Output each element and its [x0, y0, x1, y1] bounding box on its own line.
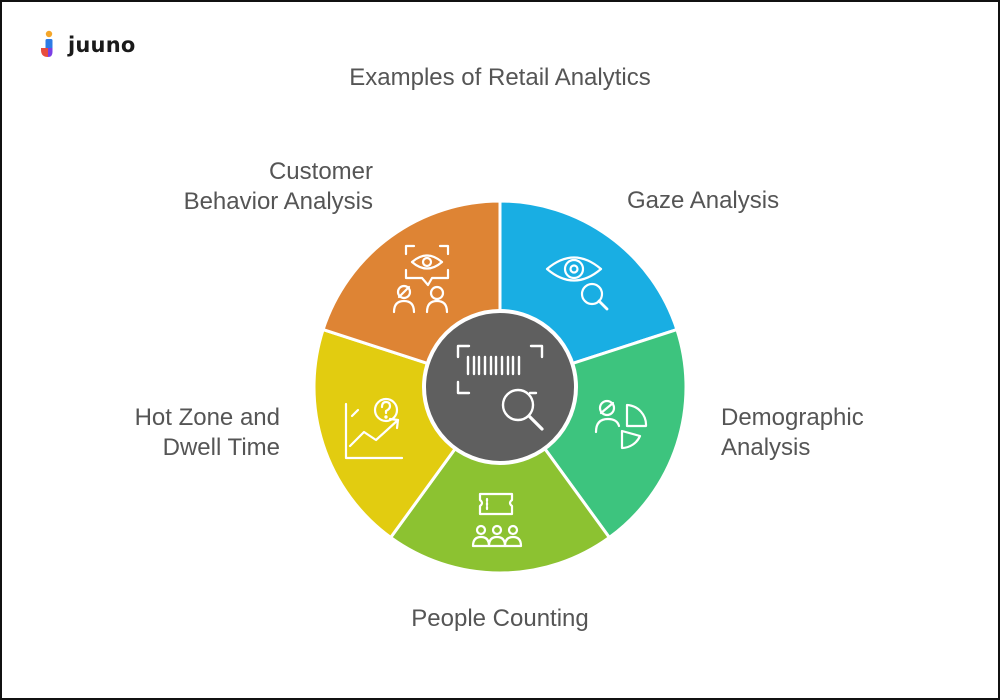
label-line: Hot Zone and — [134, 404, 280, 431]
label-line: Behavior Analysis — [183, 188, 373, 215]
label-customer-behavior: Customer Behavior Analysis — [184, 157, 373, 217]
chart-question-icon — [344, 397, 404, 460]
center-disc — [422, 309, 578, 465]
barcode-search-icon — [456, 344, 544, 431]
eye-magnifier-icon — [545, 256, 609, 311]
center-hub — [422, 309, 578, 465]
label-people-counting: People Counting — [411, 605, 589, 632]
diagram-title: Examples of Retail Analytics — [349, 64, 651, 91]
ticket-people-icon — [471, 492, 523, 548]
person-pie-chart-icon — [594, 399, 648, 450]
segment-people-counting — [389, 385, 611, 575]
label-gaze: Gaze Analysis — [627, 187, 780, 214]
label-line: Analysis — [721, 434, 811, 461]
eye-people-icon — [392, 244, 450, 314]
label-line: Dwell Time — [162, 434, 280, 461]
label-hot-zone: Hot Zone and Dwell Time — [135, 403, 280, 463]
label-demographic: Demographic Analysis — [721, 403, 864, 463]
brand-logo: juuno — [38, 30, 135, 60]
juuno-logo-icon — [41, 30, 53, 57]
label-line: Customer — [268, 158, 373, 185]
label-line: Demographic — [721, 404, 864, 431]
brand-name: juuno — [68, 33, 136, 57]
